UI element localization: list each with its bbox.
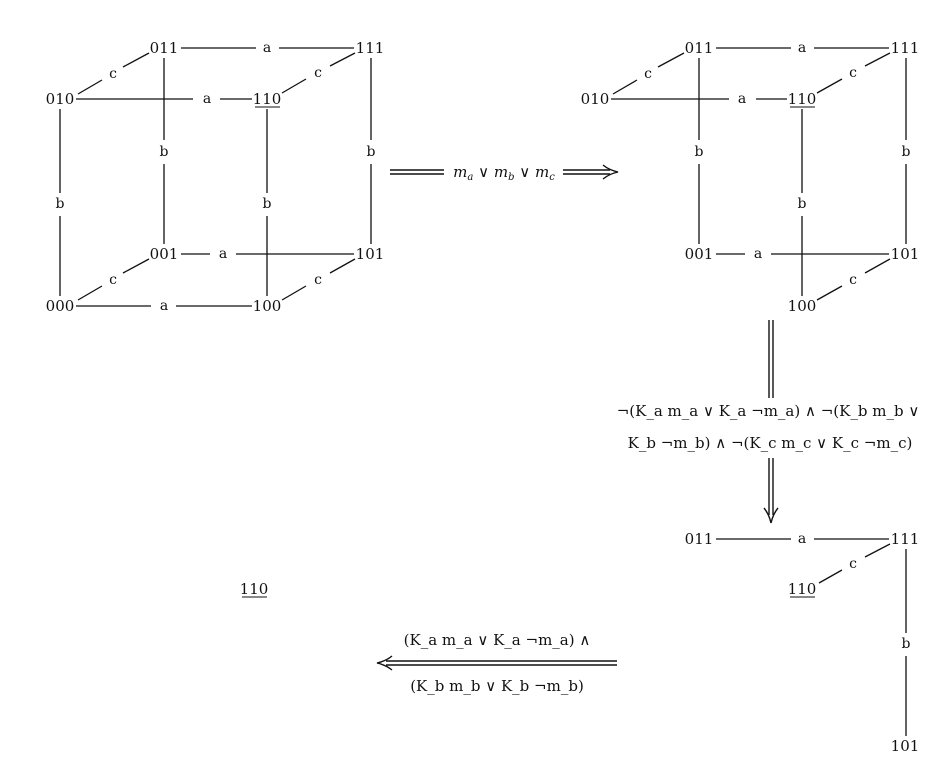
cube-full: a c c a b b b b a c c a 011 111 010 110 … bbox=[46, 39, 385, 315]
edge-label: a bbox=[219, 246, 227, 262]
edge-label: a bbox=[203, 91, 211, 107]
world-node: 010 bbox=[46, 90, 75, 108]
edge-100-101-upper bbox=[329, 258, 356, 274]
edge-label: a bbox=[738, 91, 746, 107]
edge-110-111-lower bbox=[818, 569, 843, 584]
edge-label: c bbox=[644, 66, 652, 82]
edge-label: a bbox=[263, 40, 271, 56]
edge-label: b bbox=[160, 144, 169, 160]
world-node: 101 bbox=[891, 737, 920, 755]
world-node: 111 bbox=[891, 39, 920, 57]
edge-label: a bbox=[754, 246, 762, 262]
edge-000-001-lower bbox=[77, 285, 103, 301]
edge-010-011-lower bbox=[77, 79, 103, 95]
edge-010-011-lower bbox=[612, 79, 638, 95]
edge-110-111-lower bbox=[281, 78, 307, 94]
world-node: 011 bbox=[150, 39, 179, 57]
announcement-formula-1: ma ∨ mb ∨ mc bbox=[453, 163, 555, 183]
edge-010-011-upper bbox=[122, 52, 150, 68]
edge-110-111-upper bbox=[329, 52, 356, 67]
edge-100-101-upper bbox=[864, 258, 891, 274]
arrow-head bbox=[376, 655, 393, 671]
model-after-announcement-2: a c b 011 111 110 101 bbox=[685, 530, 920, 755]
world-node: 010 bbox=[581, 90, 610, 108]
edge-label: c bbox=[109, 272, 117, 288]
world-node: 011 bbox=[685, 530, 714, 548]
world-node: 100 bbox=[253, 297, 282, 315]
edge-110-111-upper bbox=[864, 52, 891, 67]
world-node: 011 bbox=[685, 39, 714, 57]
actual-world-node: 110 bbox=[788, 90, 817, 108]
world-node: 111 bbox=[356, 39, 385, 57]
announcement-arrow-3: (K_a m_a ∨ K_a ¬m_a) ∧ (K_b m_b ∨ K_b ¬m… bbox=[376, 631, 617, 695]
edge-010-011-upper bbox=[657, 52, 685, 68]
world-node: 101 bbox=[891, 245, 920, 263]
actual-world-node: 110 bbox=[253, 90, 282, 108]
world-node: 001 bbox=[685, 245, 714, 263]
announcement-arrow-2: ¬(K_a m_a ∨ K_a ¬m_a) ∧ ¬(K_b m_b ∨ K_b … bbox=[617, 320, 920, 524]
world-node: 100 bbox=[788, 297, 817, 315]
edge-label: b bbox=[367, 144, 376, 160]
edge-100-101-lower bbox=[816, 285, 843, 301]
edge-label: c bbox=[314, 272, 322, 288]
edge-label: b bbox=[263, 196, 272, 212]
edge-label: b bbox=[798, 196, 807, 212]
edge-000-001-upper bbox=[122, 258, 150, 274]
edge-110-111-lower bbox=[816, 78, 843, 94]
edge-label: c bbox=[849, 556, 857, 572]
actual-world-node: 110 bbox=[240, 580, 269, 598]
arrow-head bbox=[763, 507, 779, 524]
world-node: 001 bbox=[150, 245, 179, 263]
announcement-formula-3-line-2: (K_b m_b ∨ K_b ¬m_b) bbox=[410, 677, 584, 695]
edge-label: a bbox=[798, 40, 806, 56]
announcement-formula-3-line-1: (K_a m_a ∨ K_a ¬m_a) ∧ bbox=[404, 631, 591, 649]
edge-label: b bbox=[56, 196, 65, 212]
edge-label: b bbox=[902, 144, 911, 160]
announcement-formula-2-line-2: K_b ¬m_b) ∧ ¬(K_c m_c ∨ K_c ¬m_c) bbox=[628, 434, 913, 452]
edge-110-111-upper bbox=[864, 543, 891, 558]
edge-label: c bbox=[849, 272, 857, 288]
cube-after-announcement-1: a c c a b b b a c 011 111 010 110 001 10… bbox=[581, 39, 920, 315]
world-node: 111 bbox=[891, 530, 920, 548]
world-node: 000 bbox=[46, 297, 75, 315]
actual-world-node: 110 bbox=[788, 580, 817, 598]
edge-label: a bbox=[798, 531, 806, 547]
announcement-formula-2-line-1: ¬(K_a m_a ∨ K_a ¬m_a) ∧ ¬(K_b m_b ∨ bbox=[617, 402, 920, 420]
edge-label: c bbox=[849, 65, 857, 81]
world-node: 101 bbox=[356, 245, 385, 263]
edge-100-101-lower bbox=[281, 285, 307, 301]
arrow-head bbox=[602, 164, 619, 180]
edge-label: c bbox=[109, 66, 117, 82]
edge-label: c bbox=[314, 65, 322, 81]
announcement-arrow-1: ma ∨ mb ∨ mc bbox=[390, 163, 619, 183]
edge-label: b bbox=[902, 636, 911, 652]
model-final: 110 bbox=[240, 580, 269, 598]
edge-label: a bbox=[160, 298, 168, 314]
edge-label: b bbox=[695, 144, 704, 160]
